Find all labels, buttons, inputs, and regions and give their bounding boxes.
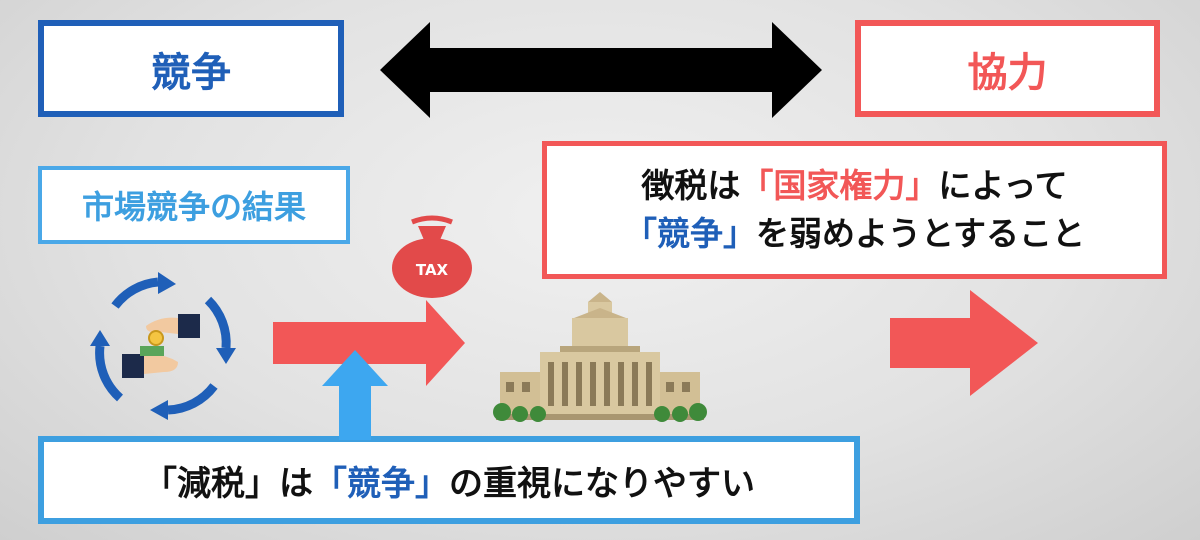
tax-bag-icon: TAX [392, 215, 472, 298]
taxation-note-text: 徴税は [641, 166, 741, 206]
tax-cut-note-box: 「減税」は「競争」の重視になりやすい [38, 436, 860, 524]
taxation-note-line2: 「競争」を弱めようとすること [624, 210, 1085, 258]
taxation-note-text: によって [938, 166, 1068, 206]
money-exchange-icon [90, 272, 236, 420]
competition-box: 競争 [38, 20, 344, 117]
tax-bag-label: TAX [416, 261, 449, 279]
state-power-highlight: 「国家権力」 [740, 166, 939, 206]
tax-cut-text: 「減税」は [143, 463, 313, 504]
double-arrow [380, 22, 822, 118]
tax-cut-note: 「減税」は「競争」の重視になりやすい [143, 456, 755, 505]
tax-cut-text: の重視になりやすい [449, 463, 755, 504]
cooperation-label: 協力 [967, 49, 1048, 96]
competition-highlight: 「競争」 [623, 214, 756, 253]
market-result-label: 市場競争の結果 [81, 188, 306, 226]
right-arrow-right [890, 290, 1038, 396]
cooperation-box: 協力 [855, 20, 1160, 117]
taxation-note-box: 徴税は「国家権力」によって 「競争」を弱めようとすること [542, 141, 1167, 279]
market-result-box: 市場競争の結果 [38, 166, 350, 244]
taxation-note-text: を弱めようとすること [755, 214, 1085, 253]
up-arrow [322, 350, 388, 440]
taxation-note-line1: 徴税は「国家権力」によって [641, 162, 1067, 210]
right-arrow-center [273, 300, 465, 386]
competition-label: 競争 [151, 49, 231, 96]
competition-highlight: 「競争」 [313, 463, 449, 504]
parliament-building-icon [493, 292, 707, 422]
